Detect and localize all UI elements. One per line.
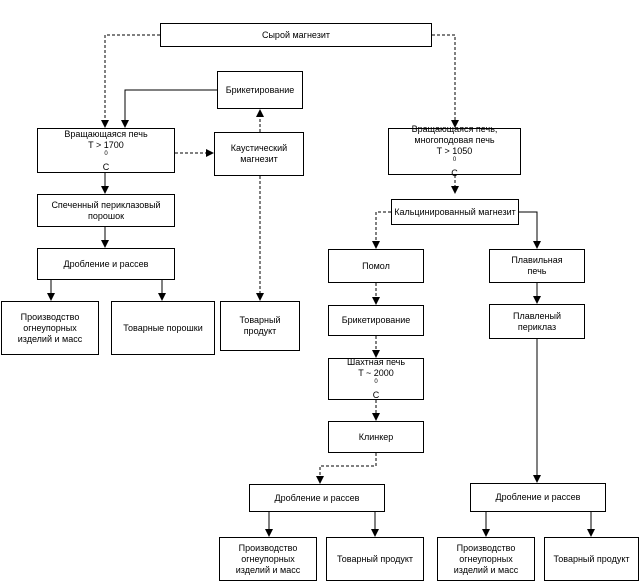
node-rotary-furnace-right-text: Вращающаяся печь, многоподовая печь T > …	[412, 124, 498, 179]
node-refractory-production-mid-label: Производство огнеупорных изделий и масс	[235, 542, 301, 575]
node-crush-mid: Дробление и рассев	[249, 484, 385, 512]
node-fused-periclase: Плавленый периклаз	[489, 304, 585, 339]
node-crush-right-label: Дробление и рассев	[495, 492, 581, 502]
node-sintered-periclase: Спеченный периклазовый порошок	[37, 194, 175, 227]
node-clinker-label: Клинкер	[358, 431, 394, 442]
node-raw-magnesite: Сырой магнезит	[160, 23, 432, 47]
node-refractory-production-mid: Производство огнеупорных изделий и масс	[219, 537, 317, 581]
node-briquetting-top: Брикетирование	[217, 71, 303, 109]
node-commodity-product-mid-label: Товарный продукт	[336, 553, 414, 564]
node-fusion-furnace: Плавильная печь	[489, 249, 585, 283]
node-crush-left: Дробление и рассев	[37, 248, 175, 280]
connector-calcined-to-milling	[372, 211, 391, 249]
node-rotary-furnace-right: Вращающаяся печь, многоподовая печь T > …	[388, 124, 521, 178]
node-commodity-product-left-label: Товарный продукт	[239, 315, 281, 336]
node-caustic-magnesite-label: Каустический магнезит	[230, 143, 288, 164]
node-refractory-production-left-label: Производство огнеупорных изделий и масс	[17, 311, 83, 344]
node-refractory-production-right: Производство огнеупорных изделий и масс	[437, 537, 535, 581]
node-milling: Помол	[328, 249, 424, 283]
node-rotary-furnace-left-line1: Вращающаяся печь	[64, 128, 148, 139]
node-shaft-furnace-line1: Шахтная печь	[346, 357, 406, 367]
node-commodity-powders-label: Товарные порошки	[123, 322, 203, 333]
node-crush-mid-label: Дробление и рассев	[274, 492, 360, 503]
node-crush-right: Дробление и рассев	[470, 483, 606, 512]
node-clinker: Клинкер	[328, 421, 424, 453]
connector-clinker-to-crush	[316, 453, 377, 484]
node-briquetting-mid: Брикетирование	[328, 305, 424, 336]
connector-raw-to-rotary-left	[101, 34, 160, 128]
node-rotary-furnace-right-line2: многоподовая печь	[414, 135, 495, 145]
node-briquetting-mid-label: Брикетирование	[341, 315, 411, 325]
node-rotary-furnace-right-line1: Вращающаяся печь,	[411, 124, 498, 134]
node-commodity-product-mid: Товарный продукт	[326, 537, 424, 581]
node-commodity-product-right: Товарный продукт	[544, 537, 639, 581]
node-crush-left-label: Дробление и рассев	[63, 258, 149, 269]
node-caustic-magnesite: Каустический магнезит	[214, 132, 304, 176]
node-fused-periclase-label: Плавленый периклаз	[512, 310, 562, 332]
node-sintered-periclase-label: Спеченный периклазовый порошок	[51, 199, 161, 221]
node-fusion-furnace-label: Плавильная печь	[511, 255, 563, 276]
node-commodity-powders: Товарные порошки	[111, 301, 215, 355]
node-commodity-product-left: Товарный продукт	[220, 301, 300, 351]
connector-briquetting-to-rotary-left	[121, 89, 217, 128]
node-briquetting-top-label: Брикетирование	[225, 84, 295, 95]
node-calcined-magnesite: Кальцинированный магнезит	[391, 199, 519, 225]
node-raw-magnesite-label: Сырой магнезит	[261, 29, 331, 40]
connector-calcined-to-fusion	[519, 211, 541, 249]
node-commodity-product-right-label: Товарный продукт	[553, 553, 630, 564]
node-refractory-production-left: Производство огнеупорных изделий и масс	[1, 301, 99, 355]
node-refractory-production-right-label: Производство огнеупорных изделий и масс	[453, 542, 519, 575]
connector-raw-to-rotary-right	[432, 34, 459, 128]
node-calcined-magnesite-label: Кальцинированный магнезит	[394, 206, 516, 217]
node-milling-label: Помол	[362, 260, 390, 271]
